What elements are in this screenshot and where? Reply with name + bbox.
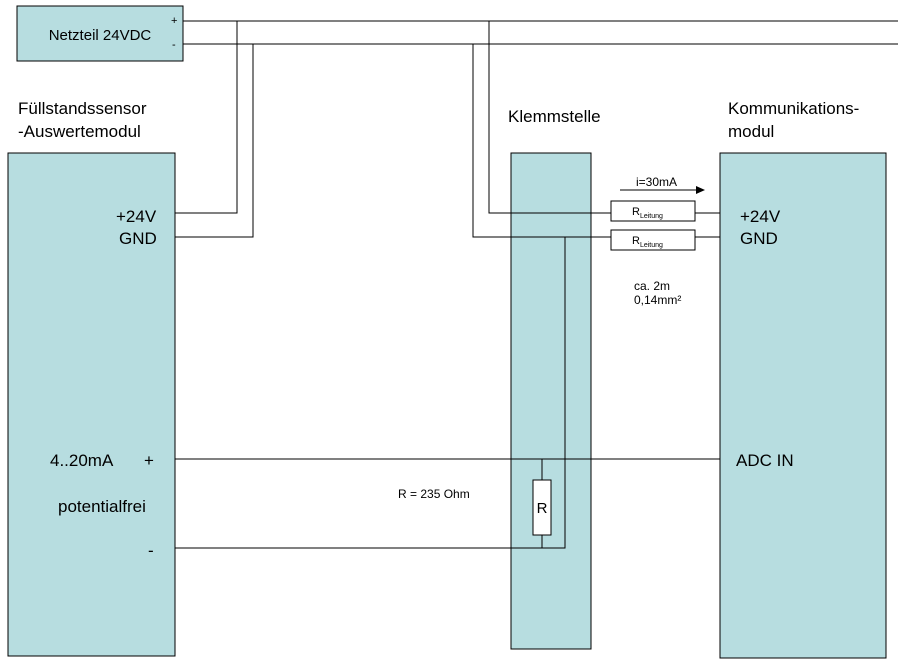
sensor-signal-note: potentialfrei — [58, 497, 146, 516]
sensor-module-title-2: -Auswertemodul — [18, 122, 141, 141]
power-supply-label: Netzteil 24VDC — [49, 27, 152, 44]
line-resistor-24v — [610, 200, 696, 222]
comm-pin-24v: +24V — [740, 207, 781, 226]
comm-module-title-1: Kommunikations- — [728, 99, 859, 118]
sensor-pin-gnd: GND — [119, 229, 157, 248]
terminal-box — [510, 152, 592, 650]
power-supply-plus: + — [171, 15, 177, 27]
wire-sensor-24v — [175, 21, 238, 214]
sensor-signal-plus: + — [144, 451, 154, 470]
terminal-title: Klemmstelle — [508, 107, 601, 126]
wire-sensor-gnd — [175, 44, 254, 238]
power-supply-minus: - — [172, 39, 176, 51]
line-resistor-gnd — [610, 229, 696, 251]
sensor-module-title-1: Füllstandssensor — [18, 99, 147, 118]
sensor-pin-24v: +24V — [116, 207, 157, 226]
sensor-signal-label: 4..20mA — [50, 451, 114, 470]
power-supply-box — [16, 5, 184, 62]
current-arrow-head — [696, 186, 705, 194]
cable-section: 0,14mm² — [634, 293, 681, 307]
line-resistor-24v-label: RLeitung — [632, 206, 663, 220]
comm-module-title-2: modul — [728, 122, 774, 141]
comm-pin-gnd: GND — [740, 229, 778, 248]
sensor-signal-minus: - — [148, 541, 154, 560]
comm-pin-adc: ADC IN — [736, 451, 794, 470]
comm-module-box — [719, 152, 887, 659]
shunt-resistor-value: R = 235 Ohm — [398, 487, 470, 501]
current-label: i=30mA — [636, 175, 677, 189]
wire-signal-minus — [175, 237, 566, 549]
line-resistor-gnd-label: RLeitung — [632, 235, 663, 249]
shunt-resistor-label: R — [537, 500, 548, 517]
cable-length: ca. 2m — [634, 279, 670, 293]
sensor-module-box — [7, 152, 176, 657]
